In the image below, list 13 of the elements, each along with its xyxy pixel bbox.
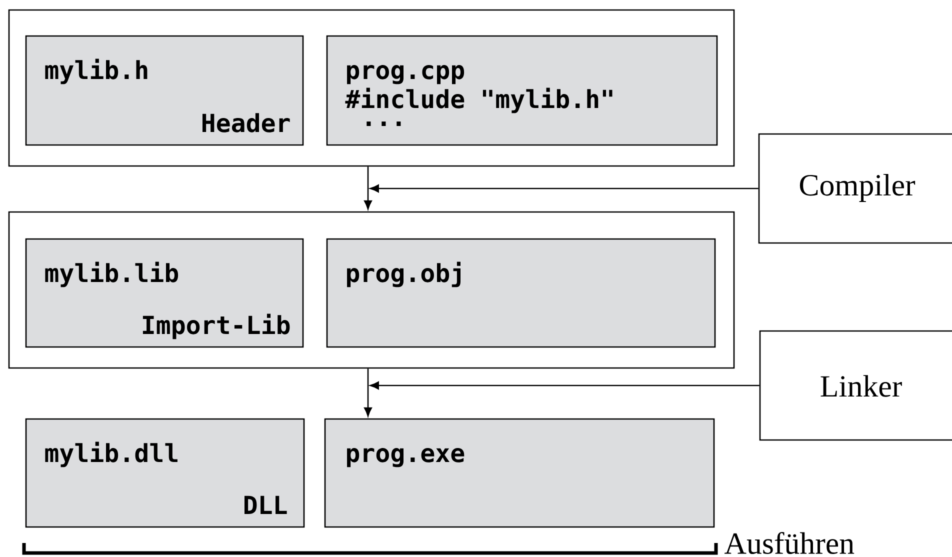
bracket-label: Ausführen: [724, 532, 854, 554]
file-box: mylib.lib Import-Lib: [25, 238, 304, 348]
file-box: prog.exe: [324, 418, 715, 528]
arrow: [364, 368, 372, 417]
file-box: mylib.dll DLL: [25, 418, 305, 528]
arrow: [370, 184, 758, 192]
tool-box: Compiler: [758, 133, 952, 244]
file-box: mylib.h Header: [25, 35, 304, 146]
file-box: prog.obj: [326, 238, 716, 348]
arrow: [370, 382, 760, 390]
file-box: prog.cpp #include "mylib.h" ...: [326, 35, 718, 146]
tool-box: Linker: [759, 330, 952, 441]
arrow: [364, 166, 372, 210]
